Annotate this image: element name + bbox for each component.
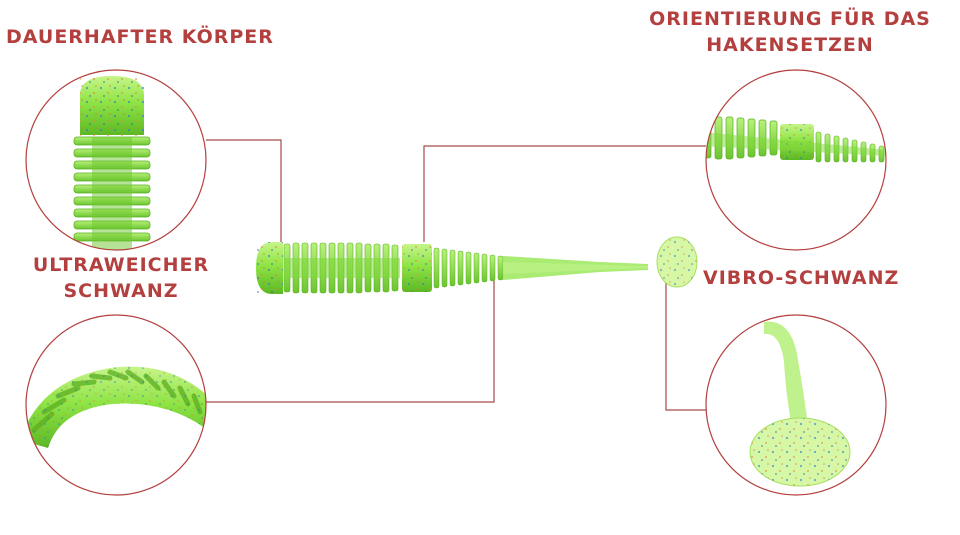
detail-circle-vibro-tail — [705, 314, 887, 496]
lure-head-speckles — [256, 242, 283, 294]
connector-vibro-tail — [665, 282, 706, 411]
detail-circle-hook-orientation — [705, 69, 887, 251]
label-vibro-tail: VIBRO-SCHWANZ — [703, 267, 900, 289]
label-hook-orientation-line1: ORIENTIERUNG FÜR DAS — [649, 8, 931, 30]
label-hook-orientation: ORIENTIERUNG FÜR DAS HAKENSETZEN — [640, 6, 940, 58]
label-durable-body: DAUERHAFTER KÖRPER — [6, 26, 274, 48]
label-hook-orientation-line2: HAKENSETZEN — [706, 34, 874, 56]
label-ultra-soft-tail: ULTRAWEICHER SCHWANZ — [26, 252, 216, 304]
detail-circle-durable-body — [25, 69, 207, 251]
connector-durable-body — [206, 139, 282, 242]
label-ultra-soft-line1: ULTRAWEICHER — [32, 254, 210, 276]
connector-lines — [206, 139, 706, 411]
label-ultra-soft-line2: SCHWANZ — [63, 280, 179, 302]
connector-hook-orientation — [423, 145, 706, 242]
main-lure — [256, 236, 698, 294]
lure-tail-ribs — [433, 247, 504, 289]
detail-circle-ultra-soft-tail — [25, 314, 207, 496]
connector-ultra-soft-tail — [206, 278, 495, 403]
